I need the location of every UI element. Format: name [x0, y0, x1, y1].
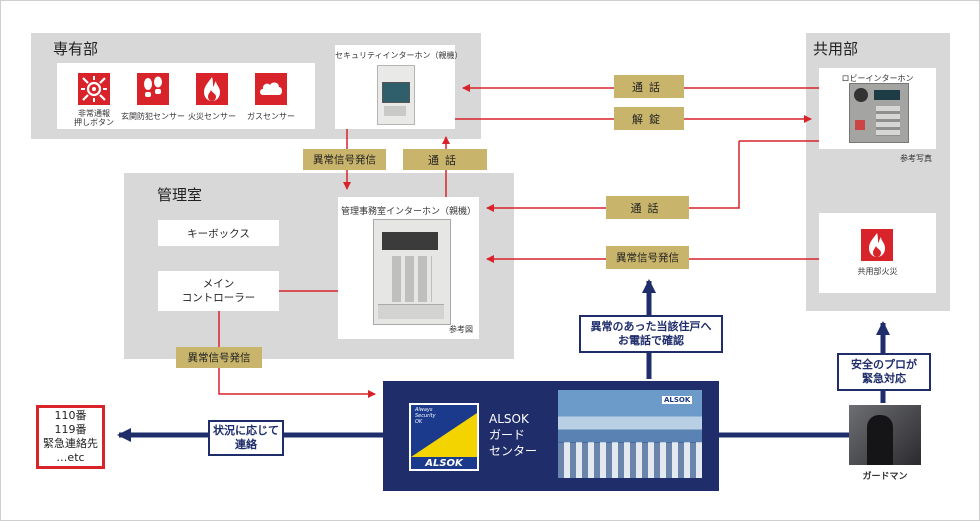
- guard-center-title: ALSOK ガード センター: [489, 412, 538, 458]
- alsok-logo-graphic: [411, 405, 477, 469]
- management-intercom-device: [373, 219, 451, 325]
- common-fire-icon: [861, 229, 893, 261]
- fire-icon: [196, 73, 228, 105]
- common-fire-label: 共用部火災: [857, 267, 898, 276]
- label-talk-top: 通話: [614, 75, 684, 98]
- alarm-button-icon: [78, 73, 110, 105]
- lobby-intercom-keypad: [876, 106, 900, 136]
- lobby-intercom-button: [855, 120, 865, 130]
- control-room-desks: [558, 442, 702, 478]
- security-intercom-keys: [384, 106, 406, 116]
- guardman-photo: [849, 405, 921, 465]
- label-alarm-mid: 異常信号発信: [606, 246, 689, 269]
- label-alarm-bottom: 異常信号発信: [176, 347, 262, 368]
- sensor-label-alarm-button: 非常通報 押しボタン: [74, 109, 114, 127]
- sensor-label-entrance: 玄関防犯センサー: [121, 112, 185, 121]
- control-room-photo: ALSOK: [558, 390, 702, 478]
- lobby-intercom-note: 参考写真: [900, 154, 932, 163]
- exclusive-area-title: 専有部: [53, 40, 99, 58]
- callout-pro-response: 安全のプロが 緊急対応: [837, 353, 931, 391]
- management-intercom-note: 参考図: [449, 325, 473, 334]
- main-controller-label: メイン コントローラー: [181, 278, 256, 304]
- wire-talk-mid: [486, 141, 740, 212]
- lobby-intercom-device: [849, 83, 909, 143]
- management-intercom-title: 管理事務室インターホン（親機）: [340, 207, 476, 217]
- callout-confirm-call: 異常のあった当該住戸へ お電話で確認: [579, 315, 723, 353]
- lobby-intercom-title: ロビーインターホン: [841, 74, 914, 83]
- alsok-badge-text: Always Security OK: [415, 407, 436, 425]
- sensor-label-gas: ガスセンサー: [247, 112, 295, 121]
- management-room-title: 管理室: [157, 186, 203, 204]
- footprint-icon: [137, 73, 169, 105]
- guardman-figure: [867, 415, 893, 465]
- label-talk-vertical: 通話: [403, 149, 487, 170]
- sensor-label-fire: 火災センサー: [188, 112, 236, 121]
- gas-cloud-icon: [255, 73, 287, 105]
- common-area-title: 共用部: [813, 40, 859, 58]
- management-intercom-keypad: [392, 256, 432, 302]
- main-controller-box: メイン コントローラー: [158, 271, 279, 311]
- alsok-logo: Always Security OK ALSOK: [409, 403, 479, 471]
- key-box-label: キーボックス: [187, 227, 250, 240]
- management-intercom-screen: [382, 232, 438, 250]
- label-alarm-vertical: 異常信号発信: [303, 149, 386, 170]
- alsok-logo-text: ALSOK: [425, 458, 463, 469]
- callout-contact: 状況に応じて 連絡: [208, 420, 284, 456]
- key-box: キーボックス: [158, 220, 279, 246]
- emergency-contacts-box: 110番 119番 緊急連絡先 …etc: [36, 405, 105, 469]
- control-room-sign: ALSOK: [662, 396, 693, 404]
- security-intercom-screen: [382, 82, 410, 103]
- label-unlock: 解錠: [614, 107, 684, 130]
- lobby-intercom-display: [874, 90, 900, 100]
- label-talk-mid: 通話: [606, 196, 689, 219]
- lobby-intercom-camera: [854, 88, 868, 102]
- security-intercom-device: [377, 65, 415, 125]
- management-intercom-handset: [378, 304, 444, 319]
- guardman-label: ガードマン: [862, 472, 908, 482]
- wire-controller-guard: [218, 311, 376, 398]
- security-intercom-title: セキュリティインターホン（親機）: [335, 51, 463, 60]
